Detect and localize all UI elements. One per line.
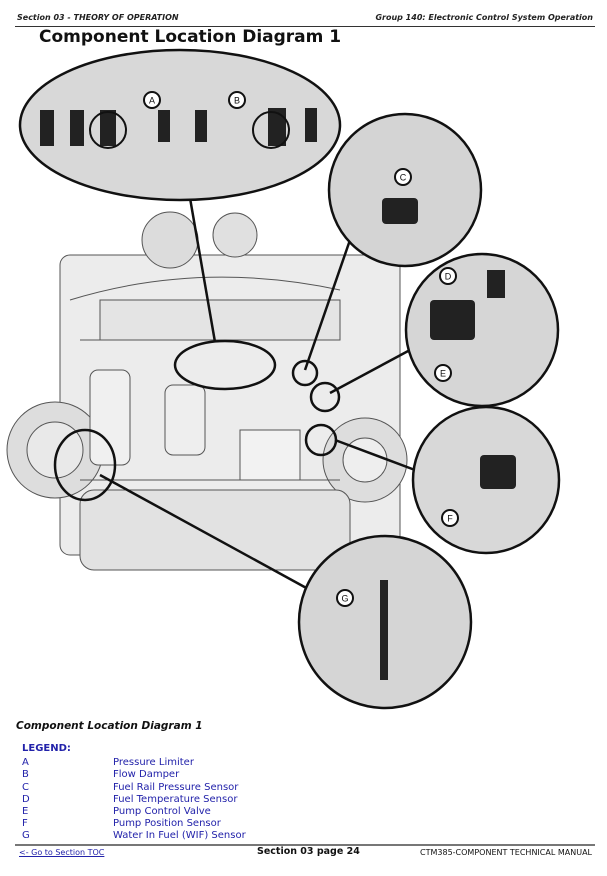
callout-c: C — [400, 173, 407, 183]
legend-label: Fuel Temperature Sensor — [113, 794, 238, 805]
legend-heading: LEGEND: — [22, 743, 71, 754]
page-title: Component Location Diagram 1 — [39, 27, 342, 47]
legend-label: Fuel Rail Pressure Sensor — [113, 782, 239, 793]
legend-key: F — [22, 818, 28, 829]
detail-markers — [53, 339, 341, 502]
callout-b: B — [234, 96, 240, 106]
legend-item: E Pump Control Valve — [22, 806, 211, 818]
legend-label: Flow Damper — [113, 769, 180, 780]
callout-a: A — [149, 96, 155, 106]
manual-name: CTM385-COMPONENT TECHNICAL MANUAL — [420, 848, 592, 857]
callout-g: G — [341, 594, 348, 604]
section-header: Section 03 - THEORY OF OPERATION — [17, 13, 179, 22]
callout-f: F — [447, 514, 453, 524]
section-toc-link[interactable]: <- Go to Section TOC — [19, 848, 105, 857]
legend-key: C — [22, 782, 29, 793]
leader-lines — [99, 197, 416, 592]
legend-key: G — [22, 830, 30, 841]
engine-illustration — [6, 211, 408, 571]
legend-item: F Pump Position Sensor — [22, 818, 221, 830]
callout-d: D — [445, 272, 452, 282]
legend-item: D Fuel Temperature Sensor — [22, 794, 237, 806]
legend-label: Pump Control Valve — [113, 806, 211, 817]
engine-diagram: A B C D E F G — [6, 48, 561, 710]
legend-label: Pump Position Sensor — [113, 818, 221, 829]
header-rule — [15, 26, 595, 27]
figure-caption: Component Location Diagram 1 — [16, 720, 203, 732]
legend-label: Pressure Limiter — [113, 757, 194, 768]
legend-key: B — [22, 769, 29, 780]
component-parts — [40, 108, 516, 680]
legend-key: E — [22, 806, 29, 817]
callout-circles — [89, 91, 459, 607]
legend-item: B Flow Damper — [22, 769, 179, 781]
legend-item: G Water In Fuel (WIF) Sensor — [22, 830, 246, 842]
legend-key: D — [22, 794, 30, 805]
legend-label: Water In Fuel (WIF) Sensor — [113, 830, 246, 841]
callout-e: E — [440, 369, 446, 379]
group-header: Group 140: Electronic Control System Ope… — [375, 13, 593, 22]
footer-rule — [15, 844, 595, 846]
page-number: Section 03 page 24 — [257, 846, 360, 857]
legend-key: A — [22, 757, 29, 768]
legend-item: C Fuel Rail Pressure Sensor — [22, 782, 238, 794]
legend-item: A Pressure Limiter — [22, 757, 194, 769]
